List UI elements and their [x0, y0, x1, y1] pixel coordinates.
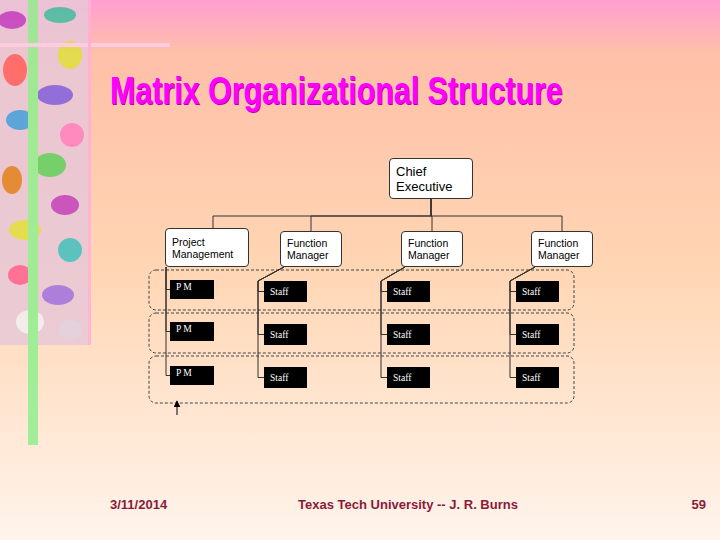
node-label: Staff: [393, 330, 424, 340]
node-label: Staff: [522, 373, 553, 383]
node-label: Staff: [393, 287, 424, 297]
node-label: Staff: [270, 373, 301, 383]
node-label: Function Manager: [408, 237, 456, 261]
node-label: Chief Executive: [396, 164, 466, 194]
reporting-line: [213, 199, 431, 228]
node-label: Project Management: [172, 236, 242, 260]
project-box: Project Management: [165, 228, 249, 267]
pm-box: P M: [170, 280, 214, 299]
staff-box: Staff: [387, 324, 430, 345]
pm-box: P M: [170, 322, 214, 341]
footer-text: 59: [692, 497, 706, 512]
node-label: P M: [176, 368, 208, 378]
staff-box: Staff: [516, 281, 559, 302]
staff-box: Staff: [516, 324, 559, 345]
node-label: Function Manager: [287, 237, 335, 261]
staff-box: Staff: [264, 324, 307, 345]
staff-box: Staff: [387, 367, 430, 388]
staff-box: Staff: [264, 367, 307, 388]
reporting-line: [311, 199, 431, 231]
node-label: Function Manager: [538, 237, 586, 261]
staff-box: Staff: [516, 367, 559, 388]
node-label: Staff: [270, 287, 301, 297]
node-label: Staff: [522, 287, 553, 297]
footer-text: 3/11/2014: [110, 497, 167, 512]
manager-box: Function Manager: [280, 231, 342, 267]
node-label: P M: [176, 282, 208, 292]
executive-box: Chief Executive: [389, 158, 473, 199]
manager-box: Function Manager: [401, 231, 463, 267]
staff-box: Staff: [387, 281, 430, 302]
decor-strip: [0, 0, 170, 445]
pm-box: P M: [170, 366, 214, 385]
node-label: Staff: [270, 330, 301, 340]
node-label: Staff: [522, 330, 553, 340]
node-label: Staff: [393, 373, 424, 383]
slide-title: Matrix Organizational Structure: [110, 70, 563, 113]
pointer-arrow: [177, 401, 178, 415]
footer-text: Texas Tech University -- J. R. Burns: [298, 497, 518, 512]
reporting-line: [431, 199, 562, 231]
manager-box: Function Manager: [531, 231, 593, 267]
node-label: P M: [176, 324, 208, 334]
staff-box: Staff: [264, 281, 307, 302]
